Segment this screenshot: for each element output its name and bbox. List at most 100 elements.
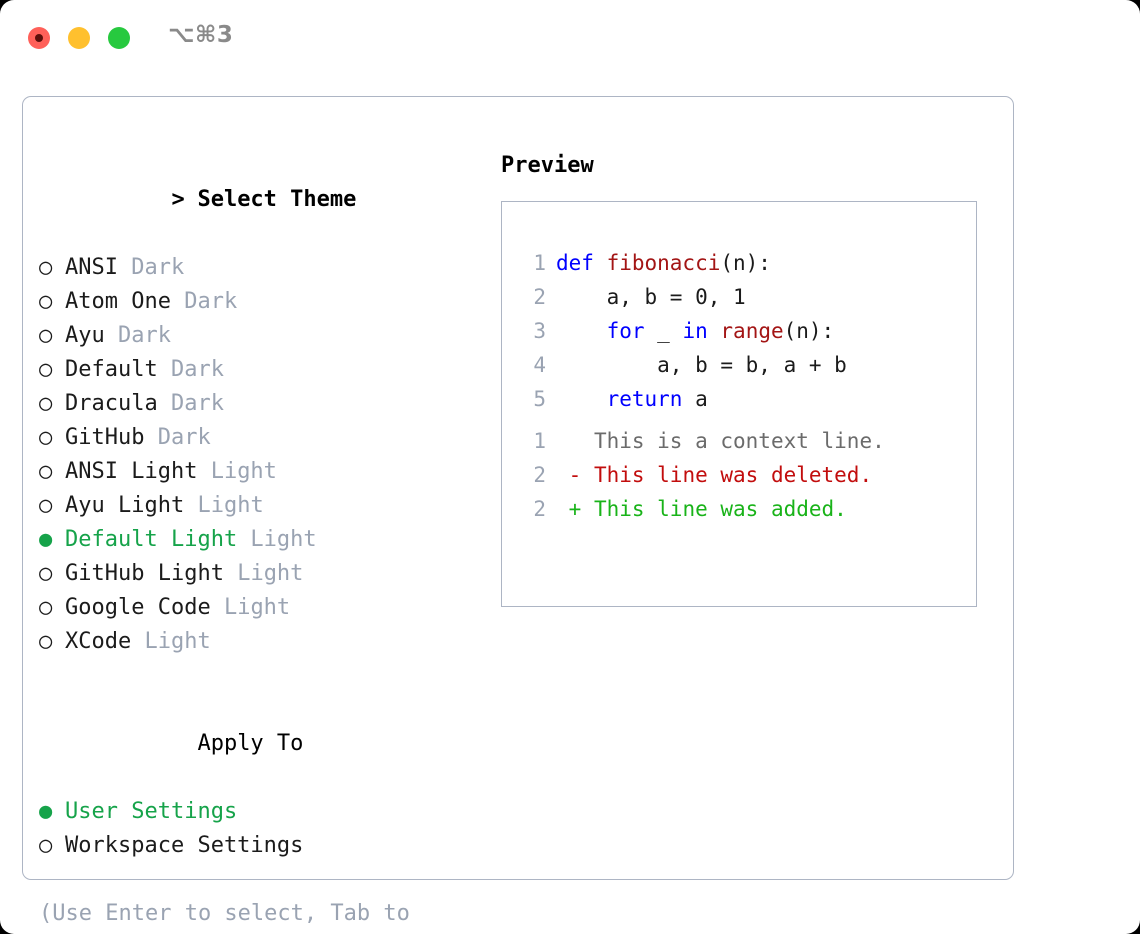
code-token-pl: a, b = b, a + b xyxy=(556,353,847,377)
diff-line-added: 2 + This line was added. xyxy=(520,492,960,526)
theme-option-label: ANSI xyxy=(65,255,118,280)
diff-line-text: This line was added. xyxy=(581,497,847,521)
line-number: 3 xyxy=(533,319,546,343)
diff-line-text: This line was deleted. xyxy=(581,463,873,487)
theme-option-label: Atom One xyxy=(65,289,171,314)
apply-option-0[interactable]: ● User Settings xyxy=(39,795,479,829)
theme-option-11[interactable]: ○ XCode Light xyxy=(39,625,479,659)
diff-line-number: 2 xyxy=(533,497,546,521)
theme-option-4[interactable]: ○ Dracula Dark xyxy=(39,387,479,421)
line-number: 4 xyxy=(533,353,546,377)
radio-unselected-icon: ○ xyxy=(39,425,53,450)
theme-option-0[interactable]: ○ ANSI Dark xyxy=(39,251,479,285)
apply-to-heading: Apply To xyxy=(39,693,479,795)
code-token-pl xyxy=(556,319,607,343)
code-token-pl: (n): xyxy=(783,319,835,343)
theme-option-1[interactable]: ○ Atom One Dark xyxy=(39,285,479,319)
theme-options-list[interactable]: ○ ANSI Dark ○ Atom One Dark ○ Ayu Dark ○ Defaul… xyxy=(39,251,479,659)
radio-unselected-icon: ○ xyxy=(39,357,53,382)
theme-option-label: GitHub xyxy=(65,425,145,450)
theme-option-7[interactable]: ○ Ayu Light Light xyxy=(39,489,479,523)
theme-option-meta: Dark xyxy=(157,391,224,416)
line-number: 2 xyxy=(533,285,546,309)
code-line: 4 a, b = b, a + b xyxy=(520,348,960,382)
theme-option-label: Default Light xyxy=(65,527,238,552)
apply-option-label: Workspace Settings xyxy=(65,833,304,858)
radio-unselected-icon: ○ xyxy=(39,323,53,348)
theme-selection-column: >Select Theme ○ ANSI Dark ○ Atom One Dark ○ A… xyxy=(39,149,479,934)
code-token-pl: _ xyxy=(644,319,683,343)
diff-marker-icon: - xyxy=(556,463,582,487)
theme-option-label: Google Code xyxy=(65,595,211,620)
diff-line-number: 1 xyxy=(533,429,546,453)
line-number: 5 xyxy=(533,387,546,411)
apply-to-heading-label: Apply To xyxy=(197,731,304,756)
theme-option-label: Default xyxy=(65,357,158,382)
minimize-button[interactable] xyxy=(68,27,90,49)
apply-option-1[interactable]: ○Workspace Settings xyxy=(39,829,479,863)
close-button[interactable] xyxy=(28,27,50,49)
code-token-pl: (n): xyxy=(720,251,771,275)
diff-line-deleted: 2 - This line was deleted. xyxy=(520,458,960,492)
theme-option-label: Ayu Light xyxy=(65,493,185,518)
theme-option-meta: Dark xyxy=(104,323,171,348)
maximize-button[interactable] xyxy=(108,27,130,49)
code-token-kw: def xyxy=(556,251,607,275)
theme-picker-panel: >Select Theme ○ ANSI Dark ○ Atom One Dark ○ A… xyxy=(22,96,1014,926)
keyboard-hint: (Use Enter to select, Tab to change focu… xyxy=(39,901,410,926)
apply-option-label: User Settings xyxy=(65,799,238,824)
radio-unselected-icon: ○ xyxy=(39,459,53,484)
theme-option-meta: Dark xyxy=(170,289,238,314)
theme-option-meta: Light xyxy=(131,629,211,654)
theme-option-label: Dracula xyxy=(65,391,158,416)
theme-option-label: XCode xyxy=(65,629,132,654)
radio-unselected-icon: ○ xyxy=(39,561,53,586)
diff-sample: 1 This is a context line.2 - This line w… xyxy=(520,424,960,526)
code-token-pl xyxy=(556,387,607,411)
diff-line-context: 1 This is a context line. xyxy=(520,424,960,458)
radio-unselected-icon: ○ xyxy=(39,493,53,518)
theme-option-meta: Dark xyxy=(157,357,224,382)
apply-to-options-list[interactable]: ● User Settings ○Workspace Settings xyxy=(39,795,479,863)
theme-option-meta: Light xyxy=(184,493,264,518)
theme-option-meta: Dark xyxy=(144,425,211,450)
theme-option-meta: Light xyxy=(237,527,317,552)
theme-option-5[interactable]: ○ GitHub Dark xyxy=(39,421,479,455)
theme-option-meta: Dark xyxy=(117,255,185,280)
code-token-fn: fibonacci xyxy=(606,251,721,275)
radio-unselected-icon: ○ xyxy=(39,629,53,654)
theme-option-9[interactable]: ○GitHub Light Light xyxy=(39,557,479,591)
section-spacer xyxy=(39,659,479,693)
apply-to-caret-icon xyxy=(171,727,197,761)
theme-option-label: GitHub Light xyxy=(65,561,224,586)
radio-unselected-icon: ○ xyxy=(39,391,53,416)
code-line: 5 return a xyxy=(520,382,960,416)
code-line: 3 for _ in range(n): xyxy=(520,314,960,348)
diff-marker-icon: + xyxy=(556,497,582,521)
theme-option-10[interactable]: ○Google Code Light xyxy=(39,591,479,625)
code-line: 1 def fibonacci(n): xyxy=(520,246,960,280)
diff-line-text: This is a context line. xyxy=(581,429,885,453)
code-token-pl: a, b = 0, 1 xyxy=(556,285,746,309)
theme-option-6[interactable]: ○ANSI Light Light xyxy=(39,455,479,489)
line-number: 1 xyxy=(533,251,546,275)
diff-marker-icon xyxy=(556,429,581,453)
theme-option-2[interactable]: ○ Ayu Dark xyxy=(39,319,479,353)
theme-option-label: ANSI Light xyxy=(65,459,198,484)
radio-unselected-icon: ○ xyxy=(39,289,53,314)
theme-option-8[interactable]: ●Default Light Light xyxy=(39,523,479,557)
code-token-pl xyxy=(708,319,721,343)
code-token-kw: return xyxy=(606,387,683,411)
title-bar: ⌥⌘3 xyxy=(0,0,1140,78)
radio-selected-icon: ● xyxy=(39,799,53,824)
theme-option-label: Ayu xyxy=(65,323,105,348)
theme-option-3[interactable]: ○ Default Dark xyxy=(39,353,479,387)
preview-heading: Preview xyxy=(501,153,594,178)
select-theme-heading: >Select Theme xyxy=(39,149,479,251)
code-token-kw: for xyxy=(606,319,645,343)
radio-unselected-icon: ○ xyxy=(39,255,53,280)
code-token-pl: a xyxy=(682,387,708,411)
